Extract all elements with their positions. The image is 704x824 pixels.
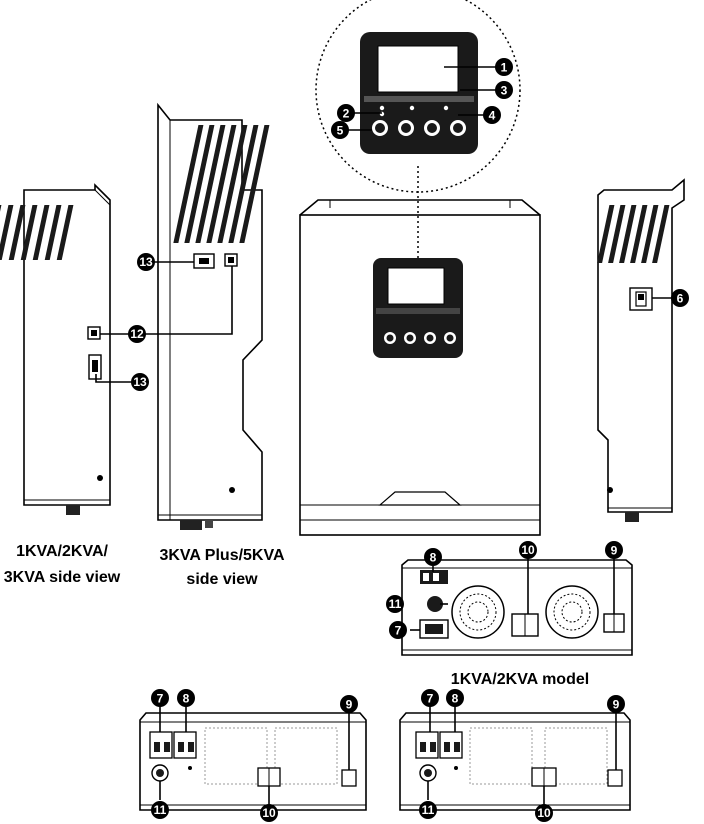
side-vents-small [0,205,74,260]
svg-text:5: 5 [337,124,344,138]
side-vents-right [597,205,670,263]
svg-text:2: 2 [343,107,350,121]
callout-7-bl: 7 [151,689,169,707]
svg-text:1: 1 [501,61,508,75]
side-view-right [597,178,685,522]
callout-13-small: 13 [131,373,149,391]
function-buttons [372,120,466,136]
svg-text:8: 8 [183,692,190,706]
svg-text:10: 10 [262,806,276,820]
leader-lines [95,66,672,810]
callout-9-br: 9 [607,695,625,713]
front-display-panel [373,258,463,358]
front-view [299,165,541,536]
svg-text:7: 7 [427,692,434,706]
callout-5: 5 [331,121,349,139]
caption-large-side-line1: 3KVA Plus/5KVA [159,547,285,564]
svg-text:11: 11 [154,803,167,817]
callout-7-top: 7 [389,621,407,639]
side-vents-large [173,125,270,243]
svg-text:13: 13 [139,255,153,269]
rear-view-bottom-right [399,712,631,811]
callout-1: 1 [495,58,513,76]
svg-text:3: 3 [501,84,508,98]
svg-text:11: 11 [422,803,435,817]
svg-text:8: 8 [452,692,459,706]
lcd-screen [377,45,459,93]
callout-10-bl: 10 [260,804,278,822]
callout-11-bl: 11 [151,801,169,819]
rear-view-bottom-left [139,712,367,811]
callout-8-top: 8 [424,548,442,566]
svg-text:12: 12 [130,327,144,341]
svg-text:9: 9 [346,698,353,712]
svg-text:13: 13 [133,375,147,389]
callout-10-br: 10 [535,804,553,822]
svg-text:9: 9 [611,544,618,558]
callout-11-top: 11 [386,595,404,613]
svg-text:8: 8 [430,551,437,565]
svg-text:10: 10 [521,543,535,557]
callout-9-top: 9 [605,541,623,559]
svg-text:9: 9 [613,698,620,712]
callout-4: 4 [483,106,501,124]
svg-text:7: 7 [395,624,402,638]
callout-2: 2 [337,104,355,122]
caption-large-side-line2: side view [186,571,258,588]
svg-text:6: 6 [677,292,684,306]
side-view-large [157,102,270,530]
callout-7-br: 7 [421,689,439,707]
callout-9-bl: 9 [340,695,358,713]
callout-11-br: 11 [419,801,437,819]
callout-8-bl: 8 [177,689,195,707]
magnified-panel [315,0,521,193]
callout-13-large: 13 [137,253,155,271]
lcd-screen-small [387,267,445,305]
svg-text:11: 11 [389,597,402,611]
svg-text:7: 7 [157,692,164,706]
rear-view-top [401,559,633,656]
caption-small-side-line2: 3KVA side view [4,569,121,586]
callout-8-br: 8 [446,689,464,707]
indicator-leds [379,105,449,117]
caption-model: 1KVA/2KVA model [451,671,589,688]
svg-text:10: 10 [537,806,551,820]
callout-3: 3 [495,81,513,99]
callout-12: 12 [128,325,146,343]
side-view-small [0,183,111,515]
callout-6: 6 [671,289,689,307]
svg-text:4: 4 [489,109,496,123]
callout-10-top: 10 [519,541,537,559]
caption-small-side-line1: 1KVA/2KVA/ [16,543,108,560]
